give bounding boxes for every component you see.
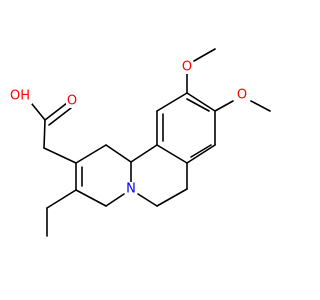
bond-c1-c11b — [105, 144, 132, 163]
bond-ar-4 — [186, 92, 216, 112]
bond-ar-2-inner — [190, 144, 212, 158]
bond-ar-5 — [156, 92, 188, 112]
bond-c2-c1 — [75, 144, 107, 164]
bond-o-ch3-lower — [250, 100, 271, 112]
molecule-diagram: OH O O O N — [8, 48, 271, 237]
bond-c-carbonyl-o-b — [48, 107, 72, 126]
bond-o-c-carboxyl — [31, 103, 46, 121]
hydroxyl-label: OH — [10, 89, 30, 104]
bond-ar-4-inner — [186, 98, 210, 112]
bond-ch2-ring — [43, 147, 77, 164]
methoxy-oxygen-upper-atom: O — [181, 60, 193, 75]
bond-carboxyl-ch2 — [43, 119, 46, 149]
bond-c-carbonyl-o-a — [44, 102, 68, 121]
bond-lines — [31, 48, 271, 237]
nitrogen-atom: N — [125, 182, 137, 197]
carbonyl-oxygen-label: O — [67, 94, 77, 109]
bond-n-c6 — [137, 193, 158, 207]
hydroxyl-atom: OH — [8, 88, 32, 104]
atom-labels: OH O O O N — [8, 60, 248, 197]
bond-ar-2 — [186, 144, 216, 164]
bond-c10-o — [214, 100, 234, 112]
bond-c11b-c11a — [130, 144, 158, 163]
methoxy-oxygen-upper-label: O — [182, 60, 192, 75]
bond-n-c4 — [105, 193, 125, 207]
bond-ar-1 — [156, 144, 188, 164]
methoxy-oxygen-lower-label: O — [237, 88, 247, 103]
carbonyl-oxygen-atom: O — [66, 94, 78, 109]
bond-c4-c3 — [75, 189, 107, 207]
methoxy-oxygen-lower-atom: O — [236, 88, 248, 103]
bond-c3-ethyl — [46, 189, 77, 209]
bond-c6-c7 — [156, 188, 188, 207]
nitrogen-label: N — [126, 182, 136, 197]
bond-o-ch3-upper — [193, 48, 216, 62]
